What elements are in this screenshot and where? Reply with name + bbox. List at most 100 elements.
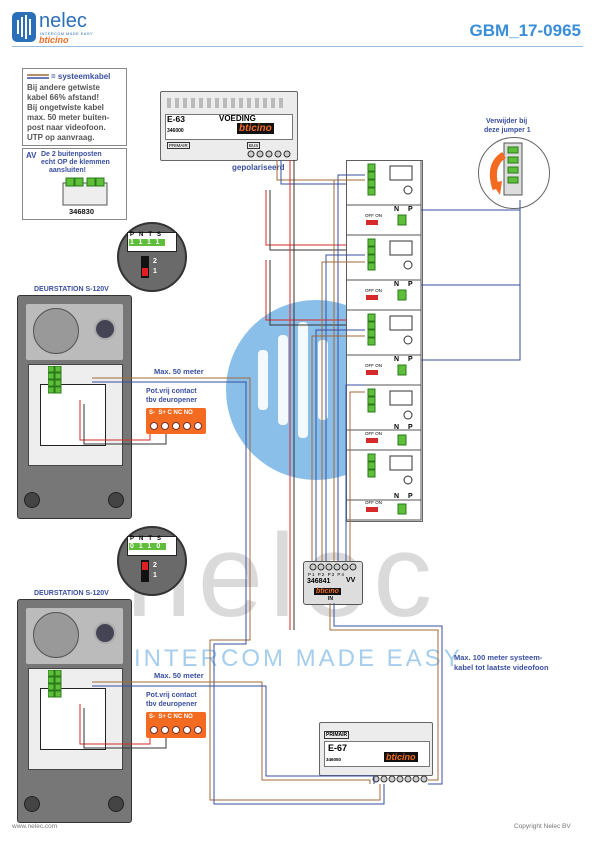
logo-word: nelec (39, 10, 87, 32)
av-line-3: aansluiten! (49, 167, 86, 174)
speaker-icon (33, 308, 79, 354)
screw-icon (24, 796, 40, 812)
av-note-box: AV De 2 buitenposten echt OP de klemmen … (22, 148, 127, 220)
cable-line-2: kabel 66% afstand! (27, 93, 100, 102)
cable-line-6: UTP op aanvraag. (27, 133, 95, 142)
n-label: N (394, 356, 400, 363)
psu-label: VOEDING (219, 114, 256, 123)
av-line-1: De 2 buitenposten (41, 151, 102, 158)
switch-zoom-2: PNTS 0110 2 1 (117, 526, 187, 596)
contact-title-1a: Pot.vrij contact (146, 388, 197, 395)
psu-in-label: PRIMAIR (167, 142, 190, 149)
screw-icon (24, 492, 40, 508)
psu-terminals-icon (247, 150, 291, 158)
camera-icon (94, 318, 116, 340)
contact-terms-1: S- S+ C NC NO (149, 410, 193, 416)
jumper-line-2: deze jumper 1 (484, 127, 531, 134)
footer-url: www.nelec.com (12, 823, 58, 830)
contact-title-1b: tbv deuropener (146, 397, 197, 404)
distributor-out: VV (346, 577, 356, 584)
door-station-1 (17, 295, 132, 519)
sw-label-1: 1 (153, 268, 157, 275)
av-part-number: 346830 (69, 207, 95, 216)
off-on-label: OFF ON (365, 500, 382, 505)
max100-line-1: Max. 100 meter systeem- (454, 653, 543, 662)
cable-line-4: max. 50 meter buiten- (27, 113, 110, 122)
terminal-block-icon (48, 670, 62, 698)
switch-terms-2: PNTS (130, 536, 167, 542)
switch-bits-2: 0110 (129, 543, 167, 550)
header-divider (12, 46, 583, 47)
cable-legend-label: = systeemkabel (51, 72, 111, 81)
cable-line-3: Bij ongetwiste kabel (27, 103, 104, 112)
contact-terms-2: S- S+ C NC NO (149, 714, 193, 720)
sw-label-1: 1 (153, 572, 157, 579)
distributor-part: 346841 (307, 578, 331, 585)
logo-tagline: INTERCOM MADE EASY (40, 31, 93, 36)
watermark-bar (278, 335, 288, 425)
door-station-2 (17, 599, 132, 823)
distributor-346841: P1 P2 P3 P4 346841 VV bticino IN (303, 561, 363, 605)
distributor-brand: bticino (314, 588, 341, 595)
jumper-line-1: Verwijder bij (486, 118, 528, 125)
off-on-label: OFF ON (365, 363, 382, 368)
max50-label-2: Max. 50 meter (154, 671, 204, 680)
screw-icon (108, 492, 124, 508)
watermark-bar (298, 322, 308, 438)
module-e67: PRIMAIR E-67 346050 bticino (319, 722, 433, 776)
av-line-2: echt OP de klemmen (41, 159, 110, 166)
cable-legend-icon (27, 74, 49, 79)
sw-label-2: 2 (153, 562, 157, 569)
psu-name: E-63 (167, 114, 185, 124)
contact-block-1: S- S+ C NC NO (146, 408, 206, 434)
terminal-block-icon (48, 366, 62, 394)
p-label: P (408, 493, 413, 500)
max100-line-2: kabel tot laatste videofoon (454, 663, 549, 672)
e67-name: E-67 (328, 743, 348, 753)
door-station-2-title: DEURSTATION S-120V (34, 590, 109, 597)
polarized-label: gepolariseerd (232, 163, 285, 172)
power-supply-e63: E-63 VOEDING 346000 bticino PRIMAIR BUS (160, 91, 298, 161)
p-label: P (408, 424, 413, 431)
off-on-label: OFF ON (365, 213, 382, 218)
switch-terms-1: PNTS (130, 232, 167, 238)
footer-copyright: Copyright Nelec BV (514, 823, 571, 830)
cable-line-1: Bij andere getwiste (27, 83, 100, 92)
n-label: N (394, 206, 400, 213)
cable-note-box: = systeemkabel Bij andere getwiste kabel… (22, 68, 127, 146)
watermark-bar (258, 350, 268, 410)
distributor-port-labels: P1 P2 P3 P4 (308, 572, 345, 577)
screw-icon (108, 796, 124, 812)
logo-mark-icon (12, 12, 36, 42)
max50-label-1: Max. 50 meter (154, 367, 204, 376)
switch-bits-1: 1111 (129, 239, 166, 246)
off-on-label: OFF ON (365, 288, 382, 293)
psu-brand: bticino (237, 123, 274, 134)
n-label: N (394, 424, 400, 431)
psu-part: 346000 (167, 128, 184, 134)
switch-zoom-1: PNTS 1111 2 1 (117, 222, 187, 292)
contact-title-2b: tbv deuropener (146, 701, 197, 708)
p-label: P (408, 281, 413, 288)
document-id: GBM_17-0965 (469, 21, 581, 40)
psu-out-label: BUS (247, 142, 261, 149)
p-label: P (408, 356, 413, 363)
p-label: P (408, 206, 413, 213)
e67-label: PRIMAIR (324, 731, 350, 739)
e67-brand: bticino (384, 752, 418, 762)
contact-screws-icon (150, 422, 202, 430)
e67-part: 346050 (326, 757, 342, 762)
door-station-1-title: DEURSTATION S-120V (34, 286, 109, 293)
contact-block-2: S- S+ C NC NO (146, 712, 206, 738)
n-label: N (394, 281, 400, 288)
distributor-ports-icon (309, 563, 357, 571)
distributor-in: IN (328, 596, 333, 602)
speaker-icon (33, 612, 79, 658)
camera-icon (94, 622, 116, 644)
off-on-label: OFF ON (365, 431, 382, 436)
av-module-icon (62, 177, 108, 206)
av-title: AV (26, 151, 37, 160)
logo-brand: bticino (39, 35, 69, 45)
cable-line-5: post naar videofoon. (27, 123, 106, 132)
watermark-tagline: INTERCOM MADE EASY (134, 645, 463, 672)
